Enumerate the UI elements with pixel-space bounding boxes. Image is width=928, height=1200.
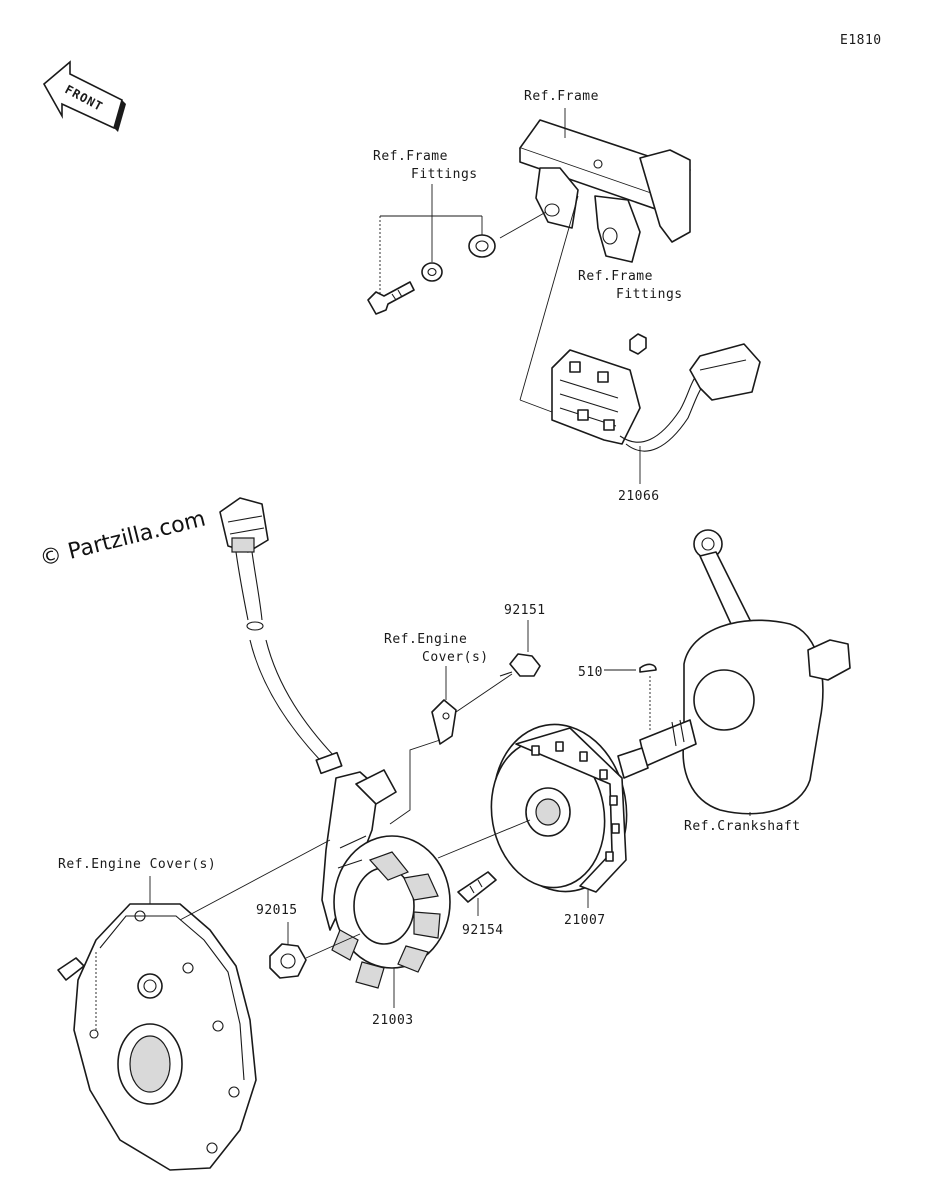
regulator-rectifier (551, 343, 761, 452)
grommet-icon (468, 234, 496, 258)
label-part-21066: 21066 (618, 489, 660, 504)
label-ref-engine-cover-upper-2: Cover(s) (422, 650, 489, 665)
stator-wire (235, 551, 343, 775)
label-ref-frame-fittings-top-1: Ref.Frame (373, 149, 448, 164)
label-part-92015: 92015 (256, 903, 298, 918)
frame-bracket (519, 119, 691, 263)
front-arrow-icon: FRONT (42, 60, 126, 132)
bolt-92154-icon (457, 871, 497, 903)
label-part-510: 510 (578, 665, 603, 680)
bolt-icon (367, 281, 415, 315)
label-ref-engine-cover-upper-1: Ref.Engine (384, 632, 467, 647)
label-ref-crankshaft: Ref.Crankshaft (684, 819, 801, 834)
stator-connector (219, 497, 269, 553)
watermark: © Partzilla.com (37, 506, 208, 571)
flywheel-nut-icon (269, 943, 307, 979)
stator (321, 769, 451, 989)
nut-icon (629, 333, 647, 355)
label-part-21003: 21003 (372, 1013, 414, 1028)
label-ref-engine-cover-lower: Ref.Engine Cover(s) (58, 857, 216, 872)
label-ref-frame-fittings-mid-1: Ref.Frame (578, 269, 653, 284)
clamp-plate (431, 699, 457, 745)
crankshaft (617, 529, 851, 815)
label-part-92154: 92154 (462, 923, 504, 938)
flywheel-rotor (490, 723, 628, 893)
washer-icon (421, 262, 443, 282)
bolt-92151-icon (499, 653, 541, 677)
woodruff-key-icon (639, 663, 657, 673)
label-part-21007: 21007 (564, 913, 606, 928)
diagram-code: E1810 (840, 33, 882, 48)
label-part-92151: 92151 (504, 603, 546, 618)
label-ref-frame-fittings-mid-2: Fittings (616, 287, 683, 302)
dowel-pin-icon (57, 957, 85, 981)
engine-cover (73, 903, 257, 1171)
label-ref-frame: Ref.Frame (524, 89, 599, 104)
label-ref-frame-fittings-top-2: Fittings (411, 167, 478, 182)
